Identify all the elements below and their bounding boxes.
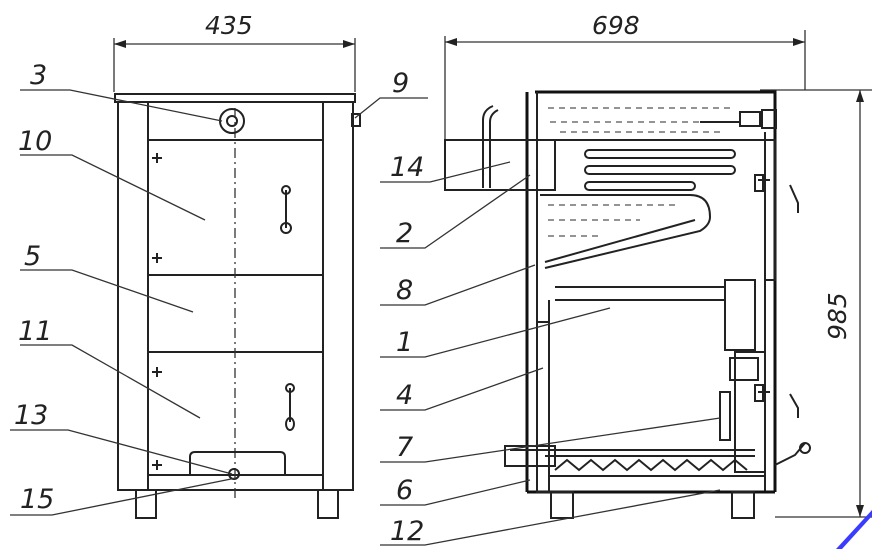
callout-9: 9 bbox=[392, 68, 409, 99]
side-view: 698 985 bbox=[444, 11, 872, 519]
callout-6: 6 bbox=[396, 475, 413, 506]
callout-1: 1 bbox=[396, 327, 413, 358]
callout-3: 3 bbox=[30, 60, 47, 91]
dim-height: 985 bbox=[823, 292, 852, 340]
callout-4: 4 bbox=[396, 380, 413, 411]
callout-10: 10 bbox=[18, 126, 52, 157]
callout-11: 11 bbox=[18, 316, 52, 347]
callout-5: 5 bbox=[24, 241, 41, 272]
dim-front-width: 435 bbox=[205, 11, 253, 40]
leader-lines bbox=[10, 89, 721, 546]
front-view: 435 bbox=[113, 11, 361, 519]
callout-15: 15 bbox=[20, 484, 54, 515]
callout-labels: 3 10 5 11 13 15 9 14 2 8 1 4 7 6 12 bbox=[14, 60, 424, 547]
callout-13: 13 bbox=[14, 400, 48, 431]
corner-mark bbox=[836, 510, 872, 549]
dim-side-depth: 698 bbox=[592, 11, 640, 40]
callout-14: 14 bbox=[390, 152, 424, 183]
callout-8: 8 bbox=[396, 275, 413, 306]
callout-7: 7 bbox=[396, 432, 413, 463]
callout-12: 12 bbox=[390, 516, 424, 547]
callout-2: 2 bbox=[396, 218, 413, 249]
